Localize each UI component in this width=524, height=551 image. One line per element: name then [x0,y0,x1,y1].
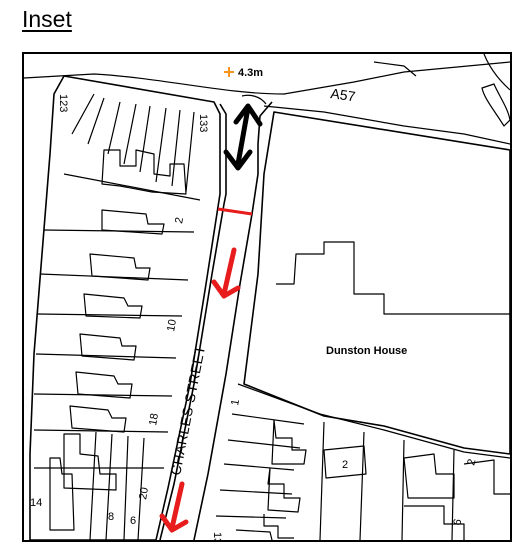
house-number: 1 [229,398,242,406]
building-label: Dunston House [326,345,407,357]
house-number: 2 [173,216,186,224]
plus-marker-icon [224,67,234,77]
house-number: 14 [30,497,42,509]
house-number: 18 [147,412,161,426]
house-number: 13 [211,532,223,540]
a57-road-kerb [373,61,417,77]
inset-title: Inset [22,6,72,32]
dunston-house-upper-section [276,241,510,315]
dimension-label: 4.3m [238,67,263,79]
map-drawing: 4.3m A57 CHARLES STREET Dunston House 12… [24,54,510,540]
stop-line [217,207,253,216]
a57-road-south-edge [263,105,510,145]
house-number: 2 [342,459,348,471]
road-label-a57: A57 [330,85,357,104]
a57-road-north-edge [24,61,510,95]
down-arrow-icon [211,247,241,299]
roundabout-edge [483,54,510,91]
east-terrace-plots [215,383,510,540]
street-label: CHARLES STREET [167,344,208,477]
west-terrace-plots [33,93,201,540]
roundabout-island [481,83,510,127]
house-number: 10 [165,318,179,332]
double-headed-arrow-icon [223,103,263,171]
house-number: 6 [130,515,136,527]
house-number: 20 [137,486,151,500]
inset-map: 4.3m A57 CHARLES STREET Dunston House 12… [22,52,512,542]
a57-road-junction-west [241,94,267,105]
charles-street-east-kerb [193,101,273,540]
west-terrace-buildings [49,149,187,531]
west-terrace-outline [29,75,221,540]
house-number: 123 [57,94,69,112]
dunston-house-outline [243,111,510,455]
house-number: 133 [197,114,209,132]
down-arrow-icon [159,481,189,533]
charles-street-west-kerb [159,103,227,540]
house-number: 6 [451,518,464,527]
house-number: 8 [108,511,114,523]
house-number: 2 [465,458,478,467]
